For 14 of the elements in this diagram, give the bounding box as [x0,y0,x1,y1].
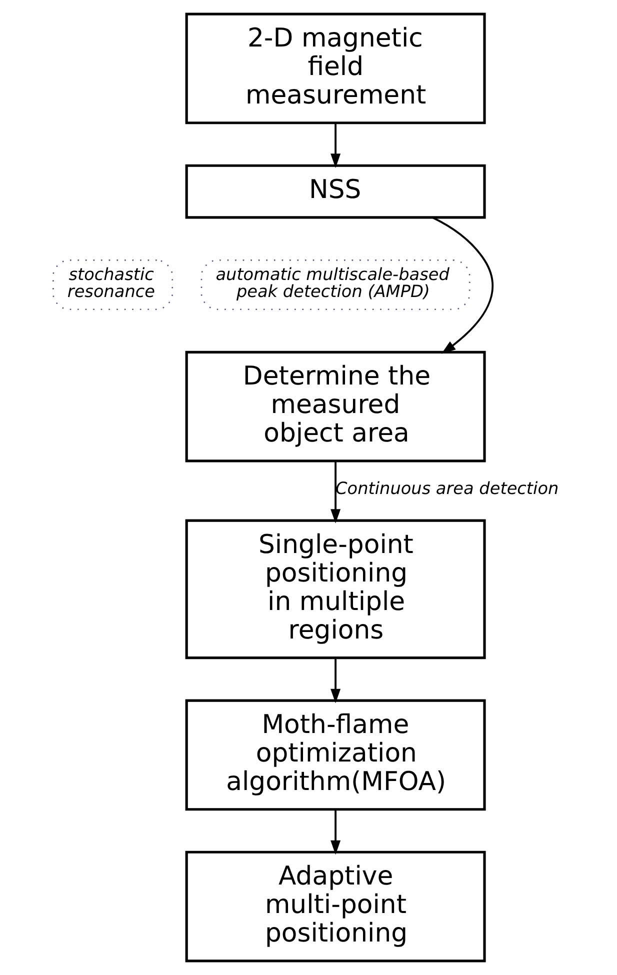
arrow [432,216,493,354]
edge-label: Continuous area detection [335,478,558,498]
node-box: Moth-flame optimization algorithm(MFOA) [184,699,486,811]
node-box: stochastic resonance [52,260,172,310]
node-box: Adaptive multi-point positioning [184,850,486,962]
node-box: automatic multiscale-based peak detection (AMPD) [200,260,470,310]
node-box: Determine the measured object area [184,350,486,462]
node-box: Single-point positioning in multiple regions [184,519,486,660]
arrow [330,122,340,168]
arrow [330,810,340,855]
arrow [330,658,340,704]
node-box: 2-D magnetic field measurement [184,12,486,124]
node-box: NSS [184,164,486,219]
arrow [330,461,340,524]
